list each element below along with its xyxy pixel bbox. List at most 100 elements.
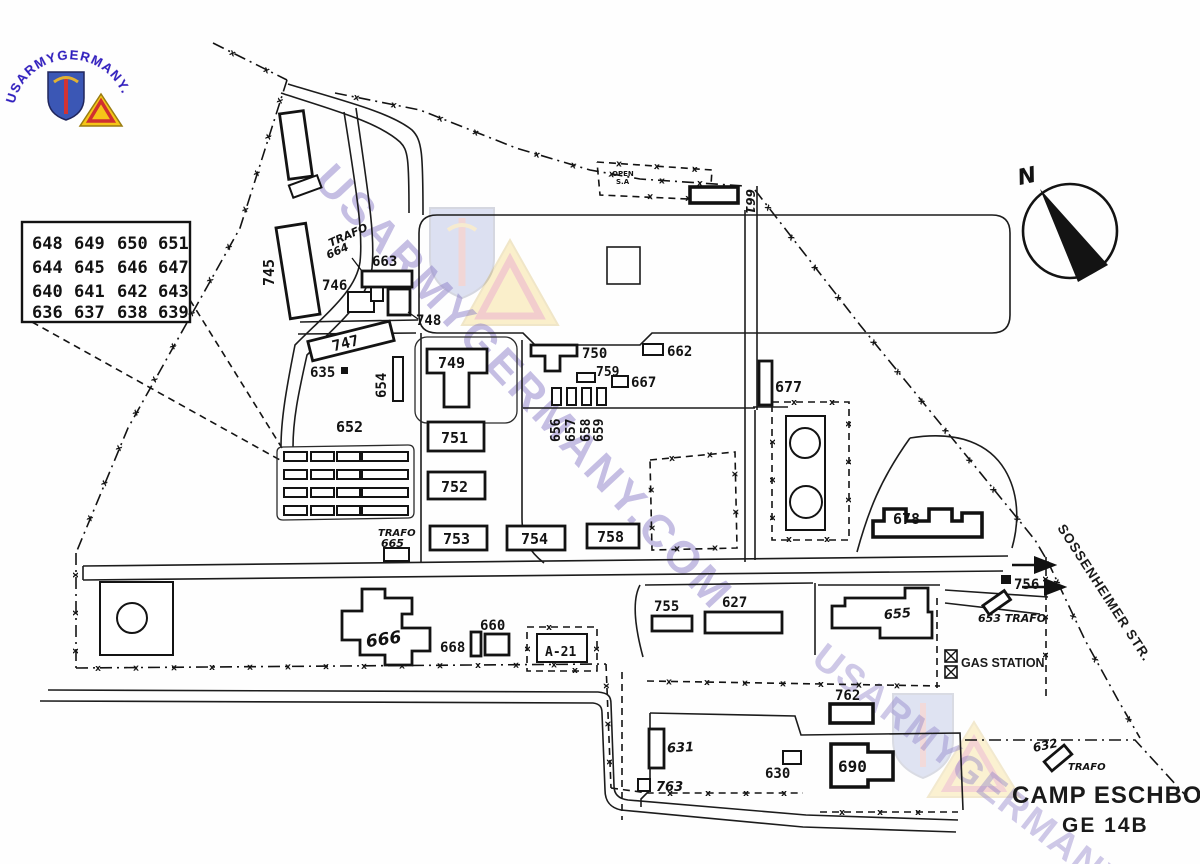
fence-x-mark: x — [768, 515, 778, 521]
fence-x-mark: x — [251, 169, 262, 178]
fence-x-mark: x — [987, 485, 999, 496]
fence-x-mark: x — [98, 478, 110, 487]
fence-x-mark: x — [729, 471, 739, 477]
fence-x-mark: x — [475, 661, 481, 671]
road-layer — [39, 83, 1049, 833]
building-655 — [830, 586, 934, 640]
label-627: 627 — [722, 595, 747, 611]
barracks-row-building — [283, 487, 308, 498]
fence-x-mark: x — [513, 661, 519, 671]
label-677: 677 — [775, 378, 802, 396]
fence-x-mark: x — [1089, 655, 1101, 665]
fence-x-mark: x — [839, 808, 845, 818]
building-759 — [576, 372, 596, 383]
water-tower-lot — [99, 581, 174, 656]
fence-x-mark: x — [70, 610, 80, 616]
building-690 — [829, 742, 895, 789]
building-752 — [426, 470, 487, 501]
fence-x-mark: x — [167, 341, 179, 351]
water-tanks — [785, 415, 826, 531]
label-layer: 745 TRAFO 664 746 663 748 747 635 654 74… — [260, 170, 1154, 795]
building-663 — [360, 269, 414, 289]
fence-layer: x x x x x x x x x x x x x x x x x x x x x x x x x x x x x x x x x x x x x x x x… — [31, 42, 1189, 820]
fence-line — [526, 626, 598, 672]
building-631 — [647, 727, 666, 770]
fence-line — [189, 299, 283, 449]
label-631: 631 — [667, 740, 695, 756]
fence-x-mark: x — [239, 205, 250, 214]
building-660 — [483, 632, 511, 657]
building-745 — [274, 221, 322, 321]
barracks-row-building — [283, 505, 308, 516]
label-630: 630 — [765, 766, 790, 782]
label-659: 659 — [592, 419, 607, 442]
label-660: 660 — [480, 618, 505, 634]
barracks-row-building — [310, 469, 335, 480]
fence-x-mark: x — [762, 203, 774, 214]
map-title: CAMP ESCHBORN GE 14B — [1012, 782, 1200, 837]
fence-line — [334, 92, 746, 187]
label-748: 748 — [416, 313, 441, 329]
fence-x-mark: x — [829, 398, 835, 408]
building-662 — [642, 343, 664, 356]
fence-x-mark: x — [843, 459, 853, 465]
fence-x-mark: x — [768, 439, 778, 445]
barracks-row-building — [310, 451, 335, 462]
building-677 — [757, 359, 774, 407]
barracks-row-building — [310, 505, 335, 516]
site-logo: USARMYGERMANY.COM — [0, 0, 133, 127]
fence-x-mark: x — [546, 623, 552, 633]
fence-x-mark: x — [569, 160, 578, 171]
label-751: 751 — [441, 429, 468, 447]
legend-cell: 646 — [117, 258, 148, 278]
fence-x-mark: x — [523, 646, 533, 652]
fence-x-mark: x — [843, 497, 853, 503]
watermark-shield-icon — [429, 207, 495, 300]
fence-x-mark: x — [781, 789, 787, 799]
fence-x-mark: x — [666, 677, 672, 687]
map-title-line2: GE 14B — [1062, 814, 1149, 837]
fence-x-mark: x — [785, 233, 797, 244]
fence-x-mark: x — [786, 534, 792, 544]
label-663: 663 — [372, 254, 397, 270]
label-open-1: OPEN — [612, 170, 634, 178]
fence-x-mark: x — [70, 572, 80, 578]
fence-x-mark: x — [768, 477, 778, 483]
building-654 — [392, 356, 404, 402]
label-trafo632: TRAFO — [1068, 762, 1106, 773]
fence-x-mark: x — [809, 263, 821, 274]
label-748-leader — [407, 311, 419, 320]
fence-line — [754, 189, 1049, 563]
label-756: 756 — [1014, 577, 1039, 593]
barracks-652-rows — [276, 444, 415, 521]
fence-x-mark: x — [247, 663, 253, 673]
legend-cell: 643 — [158, 282, 189, 302]
legend-cell: 637 — [74, 303, 105, 323]
fence-x-mark: x — [667, 789, 673, 799]
fence-x-mark: x — [963, 455, 975, 466]
fence-x-mark: x — [604, 759, 614, 765]
fence-x-mark: x — [262, 133, 273, 142]
building-635-marker — [341, 367, 348, 374]
fence-x-mark: x — [171, 663, 177, 673]
label-758: 758 — [597, 528, 624, 546]
label-678: 678 — [893, 510, 920, 528]
seventh-army-triangle-icon — [78, 92, 124, 127]
fence-x-mark: x — [743, 789, 749, 799]
fence-x-mark: x — [669, 454, 676, 465]
fence-x-mark: x — [471, 127, 480, 139]
fence-line — [212, 42, 288, 81]
label-666: 666 — [365, 627, 403, 652]
fence-x-mark: x — [856, 681, 862, 691]
parade-field-outline — [418, 214, 1011, 346]
buildings-656-659 — [551, 387, 607, 406]
barracks-row-building — [361, 505, 409, 516]
barracks-row-building — [283, 451, 308, 462]
building-668 — [469, 630, 483, 658]
barracks-row-building — [310, 487, 335, 498]
fence-x-mark: x — [818, 680, 824, 690]
compass-rose: N — [1015, 163, 1119, 282]
fence-x-mark: x — [601, 683, 611, 689]
compass-north-label: N — [1015, 163, 1038, 191]
fence-x-mark: x — [1122, 715, 1134, 725]
